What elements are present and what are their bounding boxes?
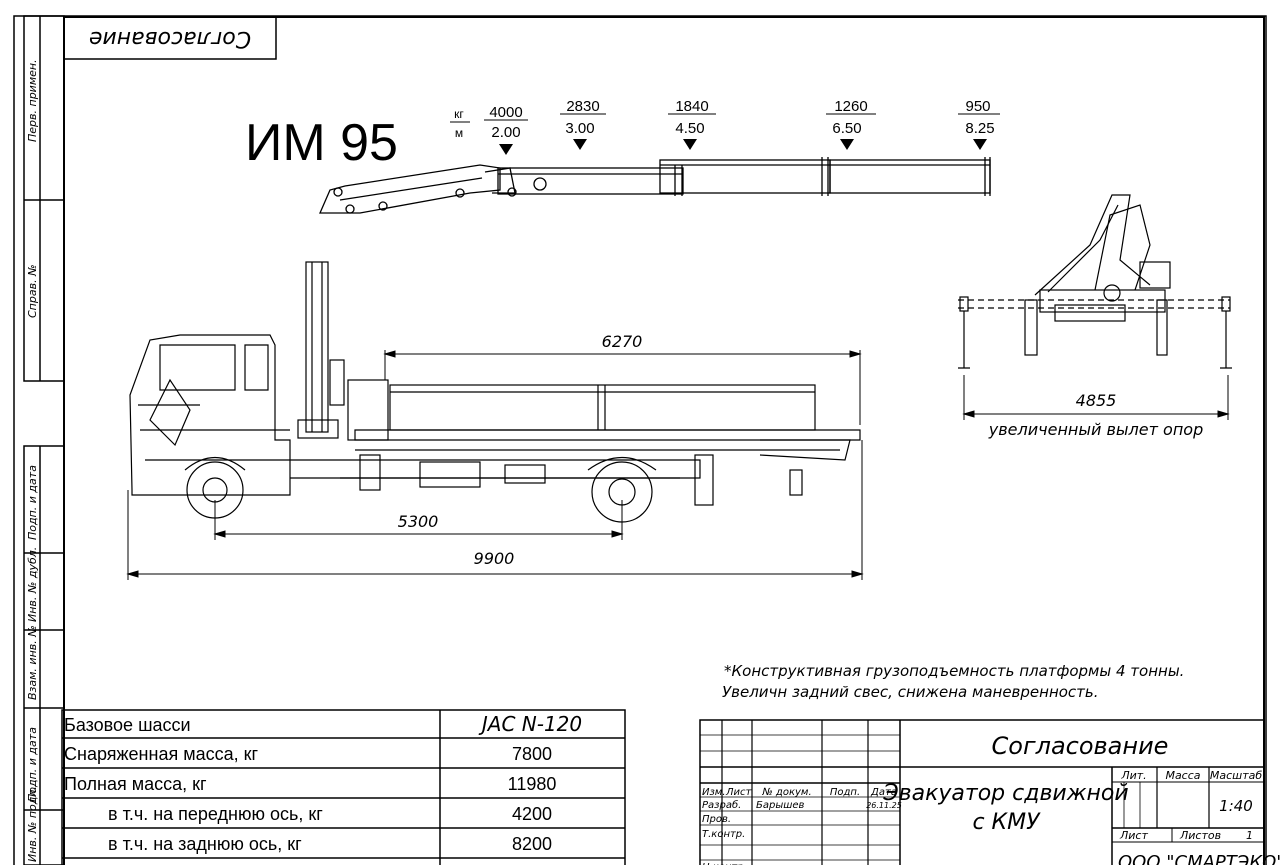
spec-label: Снаряженная масса, кг <box>64 744 258 764</box>
load-m: 3.00 <box>565 120 594 137</box>
note-line-2: Увеличн задний свес, снижена маневреннос… <box>722 683 1099 701</box>
spec-table: Базовое шасси JAC N-120 Снаряженная масс… <box>61 709 626 865</box>
wheelbase: 5300 <box>398 512 439 531</box>
load-m: 8.25 <box>965 120 994 137</box>
spec-value: 11980 <box>508 774 557 794</box>
sheets-count: 1 <box>1246 829 1253 842</box>
dimensions <box>126 350 1230 580</box>
spec-label: Базовое шасси <box>64 715 191 735</box>
sheets-label: Листов <box>1179 829 1221 842</box>
side-label: Подп. и дата <box>26 727 39 802</box>
reach-marker <box>683 139 697 150</box>
spec-value: JAC N-120 <box>478 712 582 736</box>
outrigger-span: 4855 <box>1076 391 1117 410</box>
m-unit: м <box>455 126 463 140</box>
header-list: Лист <box>725 787 753 798</box>
kg-unit: кг <box>454 107 464 121</box>
company-name: ООО "СМАРТЭКО" <box>1118 852 1280 865</box>
spec-label: в т.ч. на переднюю ось, кг <box>108 804 323 824</box>
overall-length: 9900 <box>474 549 515 568</box>
load-kg: 950 <box>965 98 990 115</box>
load-kg: 1840 <box>675 98 708 115</box>
spec-label: Полная масса, кг <box>64 774 207 794</box>
truck-side-view <box>129 261 861 523</box>
role-checker: Пров. <box>702 814 731 825</box>
spec-value: 4200 <box>512 804 552 824</box>
header-date: Дата <box>870 787 897 798</box>
side-label: Справ. № <box>26 264 39 318</box>
developer-name: Барышев <box>756 800 805 811</box>
spec-value: 7800 <box>512 744 552 764</box>
reach-marker <box>840 139 854 150</box>
dimension-labels: 6270 5300 9900 4855 увеличенный вылет оп… <box>398 332 1204 568</box>
scale-label: Масштаб <box>1210 769 1262 782</box>
sheet-label: Лист <box>1119 829 1148 842</box>
mass-label: Масса <box>1165 769 1200 782</box>
drawing-title-line2: с КМУ <box>972 810 1041 835</box>
note-line-1: *Конструктивная грузоподъемность платфор… <box>724 662 1184 680</box>
crane-boom-extended <box>319 157 991 214</box>
title-block: Согласование Изм. Лист № докум. Подп. Да… <box>699 719 1280 865</box>
side-label: Подп. и дата <box>26 465 39 540</box>
side-label: Инв. № подл. <box>26 786 39 862</box>
side-label: Перв. примен. <box>26 59 39 142</box>
load-kg: 4000 <box>489 104 522 121</box>
left-border-columns <box>23 15 65 865</box>
side-label: Взам. инв. № <box>26 625 39 700</box>
rear-view-outriggers <box>958 194 1232 369</box>
scale-value: 1:40 <box>1219 797 1253 815</box>
left-border-labels: Перв. примен. Справ. № Подп. и дата Инв.… <box>26 59 39 862</box>
drawing-title-line1: Эвакуатор сдвижной <box>882 781 1128 806</box>
approval-label: Согласование <box>992 732 1169 760</box>
corner-stamp-box: Согласование <box>63 16 277 60</box>
note: *Конструктивная грузоподъемность платфор… <box>722 662 1184 701</box>
load-m: 6.50 <box>832 120 861 137</box>
header-izm: Изм. <box>702 787 726 798</box>
model-title: ИМ 95 <box>245 114 398 172</box>
header-doc: № докум. <box>761 787 811 798</box>
lit-label: Лит. <box>1120 769 1146 782</box>
reach-marker <box>573 139 587 150</box>
role-developer: Разраб. <box>702 799 741 811</box>
outrigger-caption: увеличенный вылет опор <box>988 420 1203 439</box>
load-kg: 1260 <box>834 98 867 115</box>
developer-date: 26.11.25 <box>866 801 902 810</box>
load-m: 4.50 <box>675 120 704 137</box>
platform-length: 6270 <box>602 332 643 351</box>
corner-stamp: Согласование <box>89 26 251 51</box>
role-norm-control: Н.контр. <box>702 862 747 865</box>
role-tech-control: Т.контр. <box>702 829 745 840</box>
load-chart: кг м 4000 2.00 2830 3.00 1840 4.50 1260 … <box>450 98 1000 155</box>
reach-marker <box>973 139 987 150</box>
load-kg: 2830 <box>566 98 599 115</box>
load-m: 2.00 <box>491 124 520 141</box>
header-sign: Подп. <box>830 787 860 798</box>
spec-value: 8200 <box>512 834 552 854</box>
side-label: Инв. № дубл. <box>26 547 39 622</box>
spec-label: в т.ч. на заднюю ось, кг <box>108 834 302 854</box>
reach-marker <box>499 144 513 155</box>
